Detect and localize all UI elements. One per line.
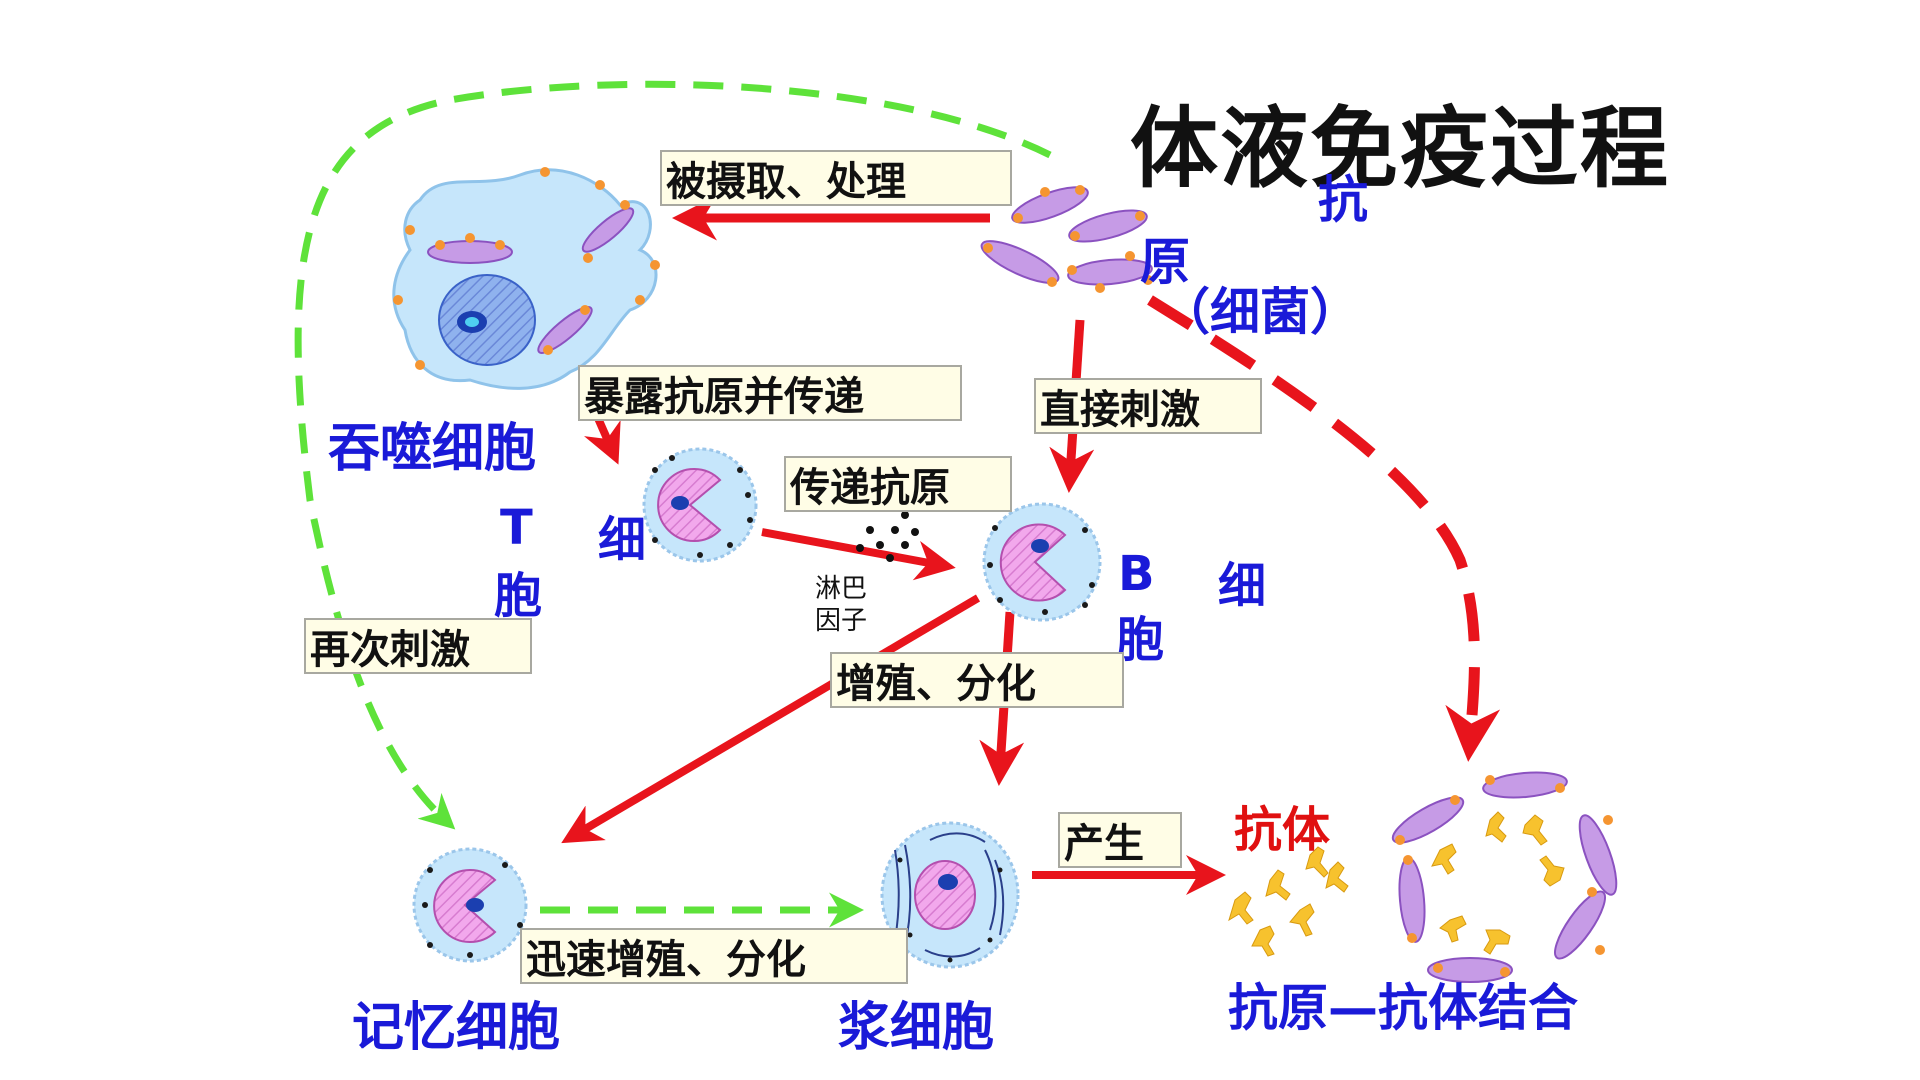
step-produce-box: 产生 <box>1058 812 1182 868</box>
step-direct-box: 直接刺激 <box>1034 378 1262 434</box>
macrophage-cell <box>392 167 660 390</box>
plasma-cell-label: 浆细胞 <box>838 998 995 1058</box>
t-cell <box>642 447 758 563</box>
lymphokine-label-2: 因子 <box>815 606 868 636</box>
b-cell-label-1: B <box>1118 546 1155 602</box>
step-ingest-box: 被摄取、处理 <box>660 150 1012 206</box>
memory-cell-label: 记忆细胞 <box>352 998 561 1058</box>
antigen-label-3: （细菌） <box>1160 283 1360 341</box>
b-cell-label-2: 细 <box>1218 558 1267 614</box>
antigen-to-binding-arrow <box>1147 295 1501 762</box>
step-expose-box: 暴露抗原并传递 <box>578 365 962 421</box>
b-cell-label-3: 胞 <box>1116 612 1165 668</box>
memory-cell <box>412 847 528 963</box>
macrophage-label: 吞噬细胞 <box>328 419 537 479</box>
antigen-label-1: 抗 <box>1318 171 1368 229</box>
t-cell-to-b-cell-arrow <box>761 528 956 581</box>
antibody-group <box>1228 846 1349 957</box>
lymphokine-label-1: 淋巴 <box>815 574 868 604</box>
plasma-cell <box>880 821 1020 969</box>
t-cell-label-1: T <box>500 500 533 556</box>
antigen-bacteria-cluster <box>980 185 1153 293</box>
step-restimulate-box: 再次刺激 <box>304 618 532 674</box>
b-cell <box>982 502 1102 622</box>
step-rapid-box: 迅速增殖、分化 <box>520 928 908 984</box>
b-cell-to-memory-arrow <box>561 594 981 844</box>
step-transfer-box: 传递抗原 <box>784 456 1012 512</box>
binding-label: 抗原—抗体结合 <box>1228 979 1578 1037</box>
page-title: 体液免疫过程 <box>1130 97 1671 200</box>
lymphokine-dots <box>856 511 919 562</box>
t-cell-label-3: 胞 <box>494 568 543 624</box>
antibody-label: 抗体 <box>1234 802 1331 858</box>
antigen-antibody-complex <box>1391 771 1618 983</box>
antigen-label-2: 原 <box>1140 233 1190 291</box>
step-proliferate-box: 增殖、分化 <box>830 652 1124 708</box>
t-cell-label-2: 细 <box>598 512 647 568</box>
